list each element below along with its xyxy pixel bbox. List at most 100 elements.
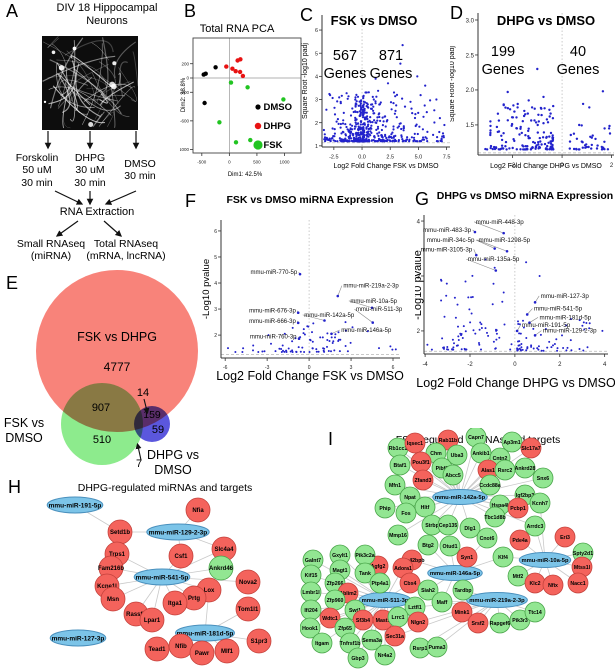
svg-text:Spty2d1: Spty2d1	[573, 551, 593, 557]
svg-text:Nr4a2: Nr4a2	[378, 653, 393, 659]
panel-i-label: I	[328, 429, 334, 449]
svg-text:FSK vs DMSO: FSK vs DMSO	[331, 13, 418, 28]
svg-text:2: 2	[610, 163, 614, 169]
svg-text:FSK: FSK	[264, 140, 283, 151]
svg-text:5: 5	[214, 255, 217, 261]
svg-text:mmu-miR-511-3p: mmu-miR-511-3p	[356, 307, 403, 313]
svg-text:Ptp4a1: Ptp4a1	[371, 581, 388, 587]
svg-text:Lox: Lox	[204, 588, 215, 594]
svg-text:6: 6	[315, 28, 318, 34]
svg-text:mmu-miR-666-3p: mmu-miR-666-3p	[249, 319, 296, 325]
svg-text:mmu-miR-10a-5p: mmu-miR-10a-5p	[350, 299, 397, 305]
panel-i: I FSK-regulated miRNAs and targets mmu-m…	[300, 428, 615, 672]
svg-text:Dlg1: Dlg1	[464, 526, 475, 532]
svg-text:mmu-miR-135a-5p: mmu-miR-135a-5p	[468, 256, 520, 263]
output-small-rnaseq: Small RNAseq (miRNA)	[16, 238, 86, 263]
svg-text:Snx6: Snx6	[537, 476, 550, 482]
svg-text:Pde4a: Pde4a	[512, 538, 527, 544]
svg-text:mmu-miR-191-5p: mmu-miR-191-5p	[522, 322, 571, 329]
venn-right-label: DHPG vs DMSO	[146, 448, 200, 477]
svg-text:Rab11b: Rab11b	[439, 438, 457, 444]
svg-text:DHPG: DHPG	[264, 121, 291, 132]
svg-text:-Log10 pvalue: -Log10 pvalue	[201, 259, 212, 319]
svg-text:Hltf: Hltf	[421, 505, 430, 511]
svg-text:mmu-miR-676-3p: mmu-miR-676-3p	[249, 309, 296, 315]
svg-text:mmu-miR-142a-5p: mmu-miR-142a-5p	[435, 495, 486, 501]
svg-text:Iqsec1: Iqsec1	[407, 441, 423, 447]
svg-text:4: 4	[214, 281, 217, 287]
svg-text:Tead1: Tead1	[149, 647, 167, 653]
panel-e-venn: E FSK vs DHPG 4777 907 14 159 59 510 FSK…	[0, 268, 215, 478]
svg-text:mmu-miR-181d-5p: mmu-miR-181d-5p	[177, 630, 234, 637]
svg-text:mmu-miR-10a-5p: mmu-miR-10a-5p	[521, 558, 568, 564]
venn-overlap-bottom-count: 7	[135, 458, 143, 470]
svg-text:-4: -4	[422, 362, 428, 368]
svg-text:Mtss1l: Mtss1l	[574, 565, 591, 571]
network-fsk-mirna-targets: mmu-miR-142a-5pmmu-miR-511-3pmmu-miR-146…	[300, 428, 594, 669]
panel-e-label: E	[6, 273, 19, 293]
svg-text:Klc2: Klc2	[530, 581, 541, 587]
svg-text:Itga1: Itga1	[168, 601, 183, 607]
svg-text:3: 3	[417, 274, 421, 280]
svg-text:Gxylt1: Gxylt1	[332, 553, 348, 559]
svg-text:Mink1: Mink1	[455, 610, 470, 616]
panel-b-label: B	[184, 1, 197, 21]
svg-text:Alas1: Alas1	[481, 468, 495, 474]
svg-text:Ankib1: Ankib1	[472, 451, 489, 457]
svg-text:0.0: 0.0	[358, 155, 366, 161]
svg-text:Zfp960: Zfp960	[327, 598, 344, 604]
svg-text:Nova2: Nova2	[239, 580, 258, 586]
svg-text:mmu-miR-219a-2-3p: mmu-miR-219a-2-3p	[469, 598, 525, 604]
svg-text:mmu-miR-448-3p: mmu-miR-448-3p	[476, 219, 525, 226]
svg-text:-Log10 pvalue: -Log10 pvalue	[415, 250, 424, 320]
svg-text:1.5: 1.5	[466, 123, 475, 129]
svg-text:Ablim2: Ablim2	[339, 591, 356, 597]
svg-text:2.0: 2.0	[466, 88, 475, 94]
svg-text:Ttc14: Ttc14	[528, 610, 542, 616]
svg-text:0: 0	[513, 362, 517, 368]
svg-text:mmu-miR-191-5p: mmu-miR-191-5p	[49, 502, 102, 509]
svg-text:Zfp266: Zfp266	[327, 581, 344, 587]
svg-text:Lpar1: Lpar1	[144, 618, 161, 624]
svg-text:5.0: 5.0	[415, 155, 423, 161]
svg-text:Log2 Fold Change DHPG vs DMSO: Log2 Fold Change DHPG vs DMSO	[490, 163, 602, 170]
svg-text:Msn: Msn	[107, 597, 119, 603]
svg-text:Hspa4l: Hspa4l	[491, 503, 509, 509]
svg-text:Ankrd46: Ankrd46	[209, 566, 234, 572]
svg-text:1000: 1000	[279, 160, 290, 165]
svg-text:Pik3r3: Pik3r3	[512, 618, 528, 624]
panel-a-title: DIV 18 Hippocampal Neurons	[56, 2, 158, 27]
svg-text:Lrrc1: Lrrc1	[392, 615, 405, 621]
venn-circle-dhpg-dmso	[134, 406, 170, 442]
svg-text:Cntn2: Cntn2	[493, 456, 508, 462]
panel-c-label: C	[300, 5, 313, 25]
pca-plot: -500050010002000-200-600-1000DMSODHPGFSK…	[180, 23, 302, 178]
svg-text:FSK vs DMSO miRNA Expression: FSK vs DMSO miRNA Expression	[226, 194, 393, 206]
svg-text:Itgam: Itgam	[315, 641, 329, 647]
svg-text:Tom1l1: Tom1l1	[238, 607, 259, 613]
svg-text:3: 3	[214, 307, 217, 313]
svg-text:Uba3: Uba3	[451, 453, 464, 459]
svg-text:7.5: 7.5	[443, 155, 451, 161]
svg-text:Cep135: Cep135	[439, 523, 458, 529]
svg-text:Slc17a7: Slc17a7	[521, 446, 540, 452]
svg-text:Tank: Tank	[359, 571, 371, 577]
venn-left-label: FSK vs DMSO	[3, 416, 45, 445]
svg-text:Galnt7: Galnt7	[305, 558, 321, 564]
svg-text:Gbp3: Gbp3	[351, 656, 364, 662]
svg-text:mmu-miR-146a-5p: mmu-miR-146a-5p	[341, 328, 392, 334]
svg-text:500: 500	[253, 160, 261, 165]
svg-text:Mfn1: Mfn1	[389, 483, 401, 489]
rna-extraction-label: RNA Extraction	[59, 206, 135, 218]
svg-text:Syn1: Syn1	[461, 555, 474, 561]
svg-text:2: 2	[214, 333, 217, 339]
svg-text:mmu-miR-511-3p: mmu-miR-511-3p	[362, 598, 409, 604]
svg-text:Log2 Fold Change FSK vs DMSO: Log2 Fold Change FSK vs DMSO	[216, 369, 404, 383]
svg-text:Hook1: Hook1	[302, 626, 318, 632]
svg-text:2: 2	[417, 329, 421, 335]
